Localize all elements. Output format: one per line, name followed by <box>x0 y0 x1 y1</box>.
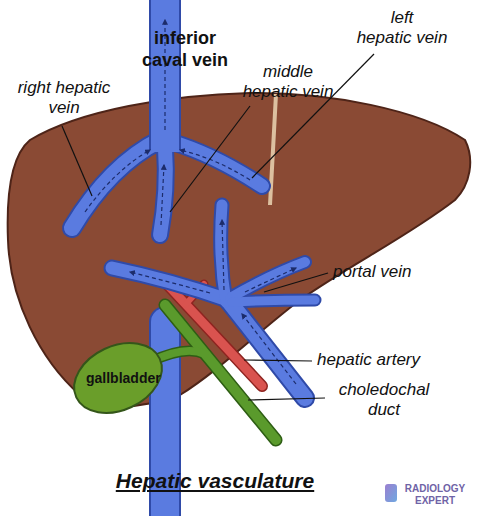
vessel-label: hepatic artery <box>317 350 420 370</box>
vessel-label: portal vein <box>333 262 411 282</box>
label-line: caval vein <box>135 50 235 72</box>
label-line: middle <box>234 62 342 82</box>
label-line: EXPERT <box>400 495 470 507</box>
label-line: left <box>352 8 452 28</box>
label-line: duct <box>328 400 440 420</box>
flow-arrows <box>85 20 250 225</box>
gallbladder <box>63 330 173 427</box>
ivc-upper <box>151 0 179 152</box>
falciform-line <box>270 94 276 205</box>
label-line: vein <box>8 98 120 118</box>
label-line: hepatic vein <box>352 28 452 48</box>
watermark-icon <box>385 484 397 502</box>
vessel-label: middle hepatic vein <box>234 62 342 103</box>
vessel-label: inferior caval vein <box>135 28 235 71</box>
label-line: hepatic vein <box>234 82 342 102</box>
label-line: inferior <box>135 28 235 50</box>
hepatic-veins <box>72 140 262 235</box>
label-line: RADIOLOGY <box>400 483 470 495</box>
label-line: choledochal <box>328 380 440 400</box>
watermark: RADIOLOGY EXPERT <box>400 483 470 507</box>
leader-lines <box>62 54 374 400</box>
label-line: right hepatic <box>8 78 120 98</box>
vessel-label: choledochal duct <box>328 380 440 421</box>
hepatic-veins-outline <box>72 140 262 235</box>
caption: Hepatic vasculature <box>110 468 320 493</box>
vessel-label: right hepatic vein <box>8 78 120 119</box>
liver <box>8 93 471 406</box>
organ-label: gallbladder <box>86 370 161 387</box>
vessel-label: left hepatic vein <box>352 8 452 49</box>
